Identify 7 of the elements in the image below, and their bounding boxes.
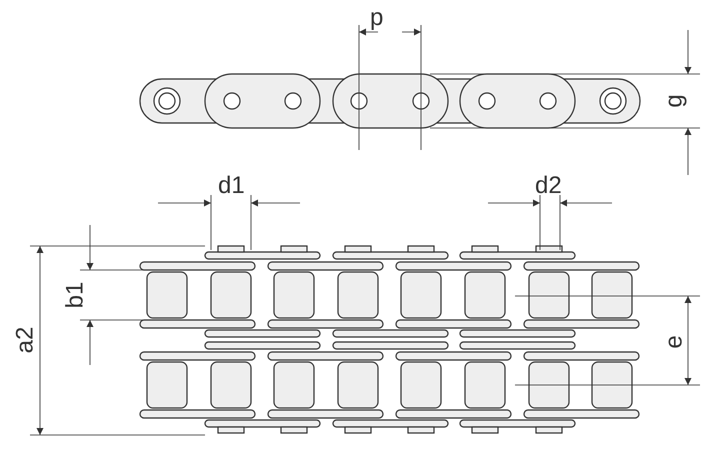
dimension-label: e (662, 335, 687, 349)
dimension-label: g (662, 94, 687, 108)
dimension-label: p (370, 6, 384, 30)
dimension-label: a2 (13, 326, 38, 354)
dimension-label: b1 (63, 282, 88, 308)
dimension-label: d2 (535, 174, 562, 198)
dimension-label: d1 (218, 174, 245, 198)
